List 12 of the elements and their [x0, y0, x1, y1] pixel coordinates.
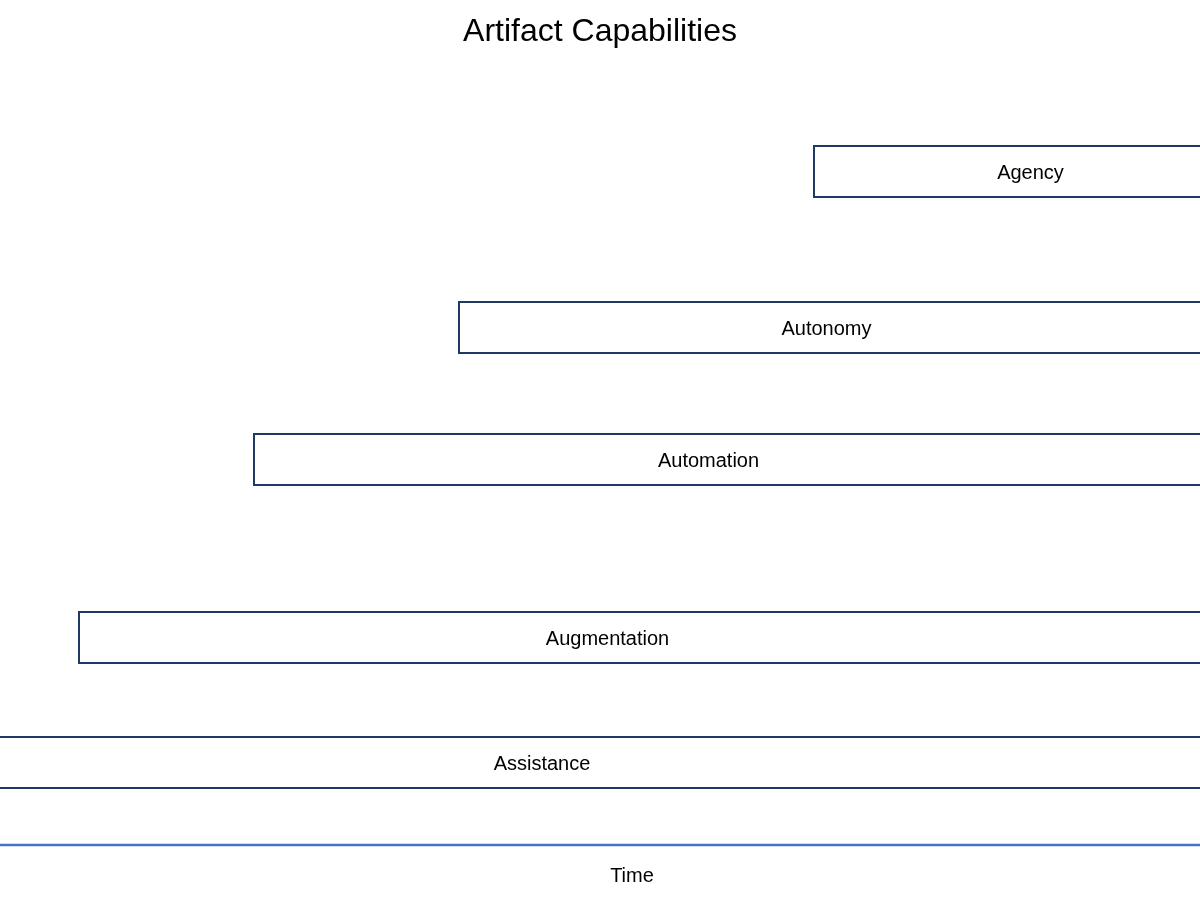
capability-label: Autonomy	[781, 315, 872, 340]
capability-label: Automation	[657, 447, 760, 472]
axis-label: Time	[610, 863, 654, 887]
capability-bar	[0, 736, 1200, 789]
capability-bar	[253, 433, 1200, 486]
capability-bar	[78, 611, 1200, 664]
capability-bar	[458, 301, 1200, 354]
capability-label: Assistance	[493, 750, 591, 775]
capability-bar	[813, 145, 1200, 198]
diagram-title: Artifact Capabilities	[463, 11, 737, 50]
capability-label: Augmentation	[545, 625, 670, 650]
capability-label: Agency	[997, 159, 1064, 184]
